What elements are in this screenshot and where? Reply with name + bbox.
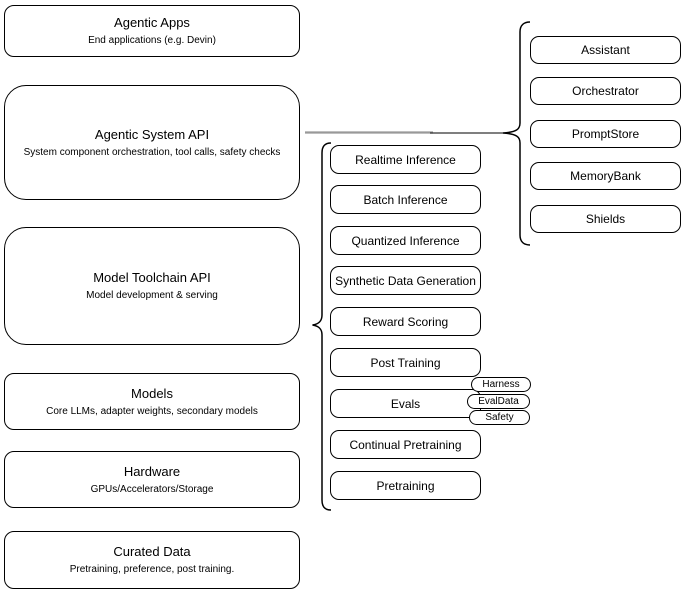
tag-harness: Harness [471,377,531,392]
node-label: Continual Pretraining [349,437,462,452]
node-label: PromptStore [571,127,640,141]
tag-label: Harness [482,378,520,390]
node-title: Hardware [123,463,181,479]
node-title: Model Toolchain API [93,270,211,285]
node-memorybank: MemoryBank [530,162,681,190]
node-subtitle: Core LLMs, adapter weights, secondary mo… [46,405,258,417]
node-label: Quantized Inference [351,233,460,248]
node-agentic-apps: Agentic Apps End applications (e.g. Devi… [4,5,300,57]
node-synthetic-data-generation: Synthetic Data Generation [330,266,481,295]
node-subtitle: Pretraining, preference, post training. [69,564,235,575]
node-pretraining: Pretraining [330,471,481,500]
node-model-toolchain-api: Model Toolchain API Model development & … [4,227,300,345]
node-subtitle: System component orchestration, tool cal… [23,146,281,158]
node-hardware: Hardware GPUs/Accelerators/Storage [4,451,300,508]
node-title: Agentic System API [94,126,210,142]
node-subtitle: Model development & serving [86,290,218,301]
node-models: Models Core LLMs, adapter weights, secon… [4,373,300,430]
node-title: Agentic Apps [114,15,190,30]
node-continual-pretraining: Continual Pretraining [330,430,481,459]
node-evals: Evals [330,389,481,418]
node-label: Pretraining [376,478,435,493]
node-reward-scoring: Reward Scoring [330,307,481,336]
node-label: Orchestrator [572,84,639,98]
node-title: Models [131,385,173,401]
tag-safety: Safety [469,410,530,425]
node-shields: Shields [530,205,681,233]
node-agentic-system-api: Agentic System API System component orch… [4,85,300,200]
node-label: Batch Inference [363,192,448,207]
tag-label: EvalData [478,395,519,407]
node-assistant: Assistant [530,36,681,64]
node-label: Post Training [370,355,441,370]
node-subtitle: End applications (e.g. Devin) [88,35,216,46]
node-label: Shields [585,212,626,226]
components-brace [502,21,531,246]
node-label: Realtime Inference [355,152,456,167]
node-promptstore: PromptStore [530,120,681,148]
node-title: Curated Data [113,544,191,559]
node-label: Evals [390,396,421,411]
node-curated-data: Curated Data Pretraining, preference, po… [4,531,300,589]
node-label: Assistant [581,43,630,57]
node-orchestrator: Orchestrator [530,77,681,105]
tag-evaldata: EvalData [467,394,530,409]
node-label: Reward Scoring [362,314,449,329]
toolchain-brace [312,142,332,511]
tag-label: Safety [485,411,514,423]
node-label: MemoryBank [570,169,641,183]
node-realtime-inference: Realtime Inference [330,145,481,174]
node-post-training: Post Training [330,348,481,377]
node-subtitle: GPUs/Accelerators/Storage [90,483,214,495]
node-batch-inference: Batch Inference [330,185,481,214]
node-quantized-inference: Quantized Inference [330,226,481,255]
node-label: Synthetic Data Generation [335,273,476,288]
